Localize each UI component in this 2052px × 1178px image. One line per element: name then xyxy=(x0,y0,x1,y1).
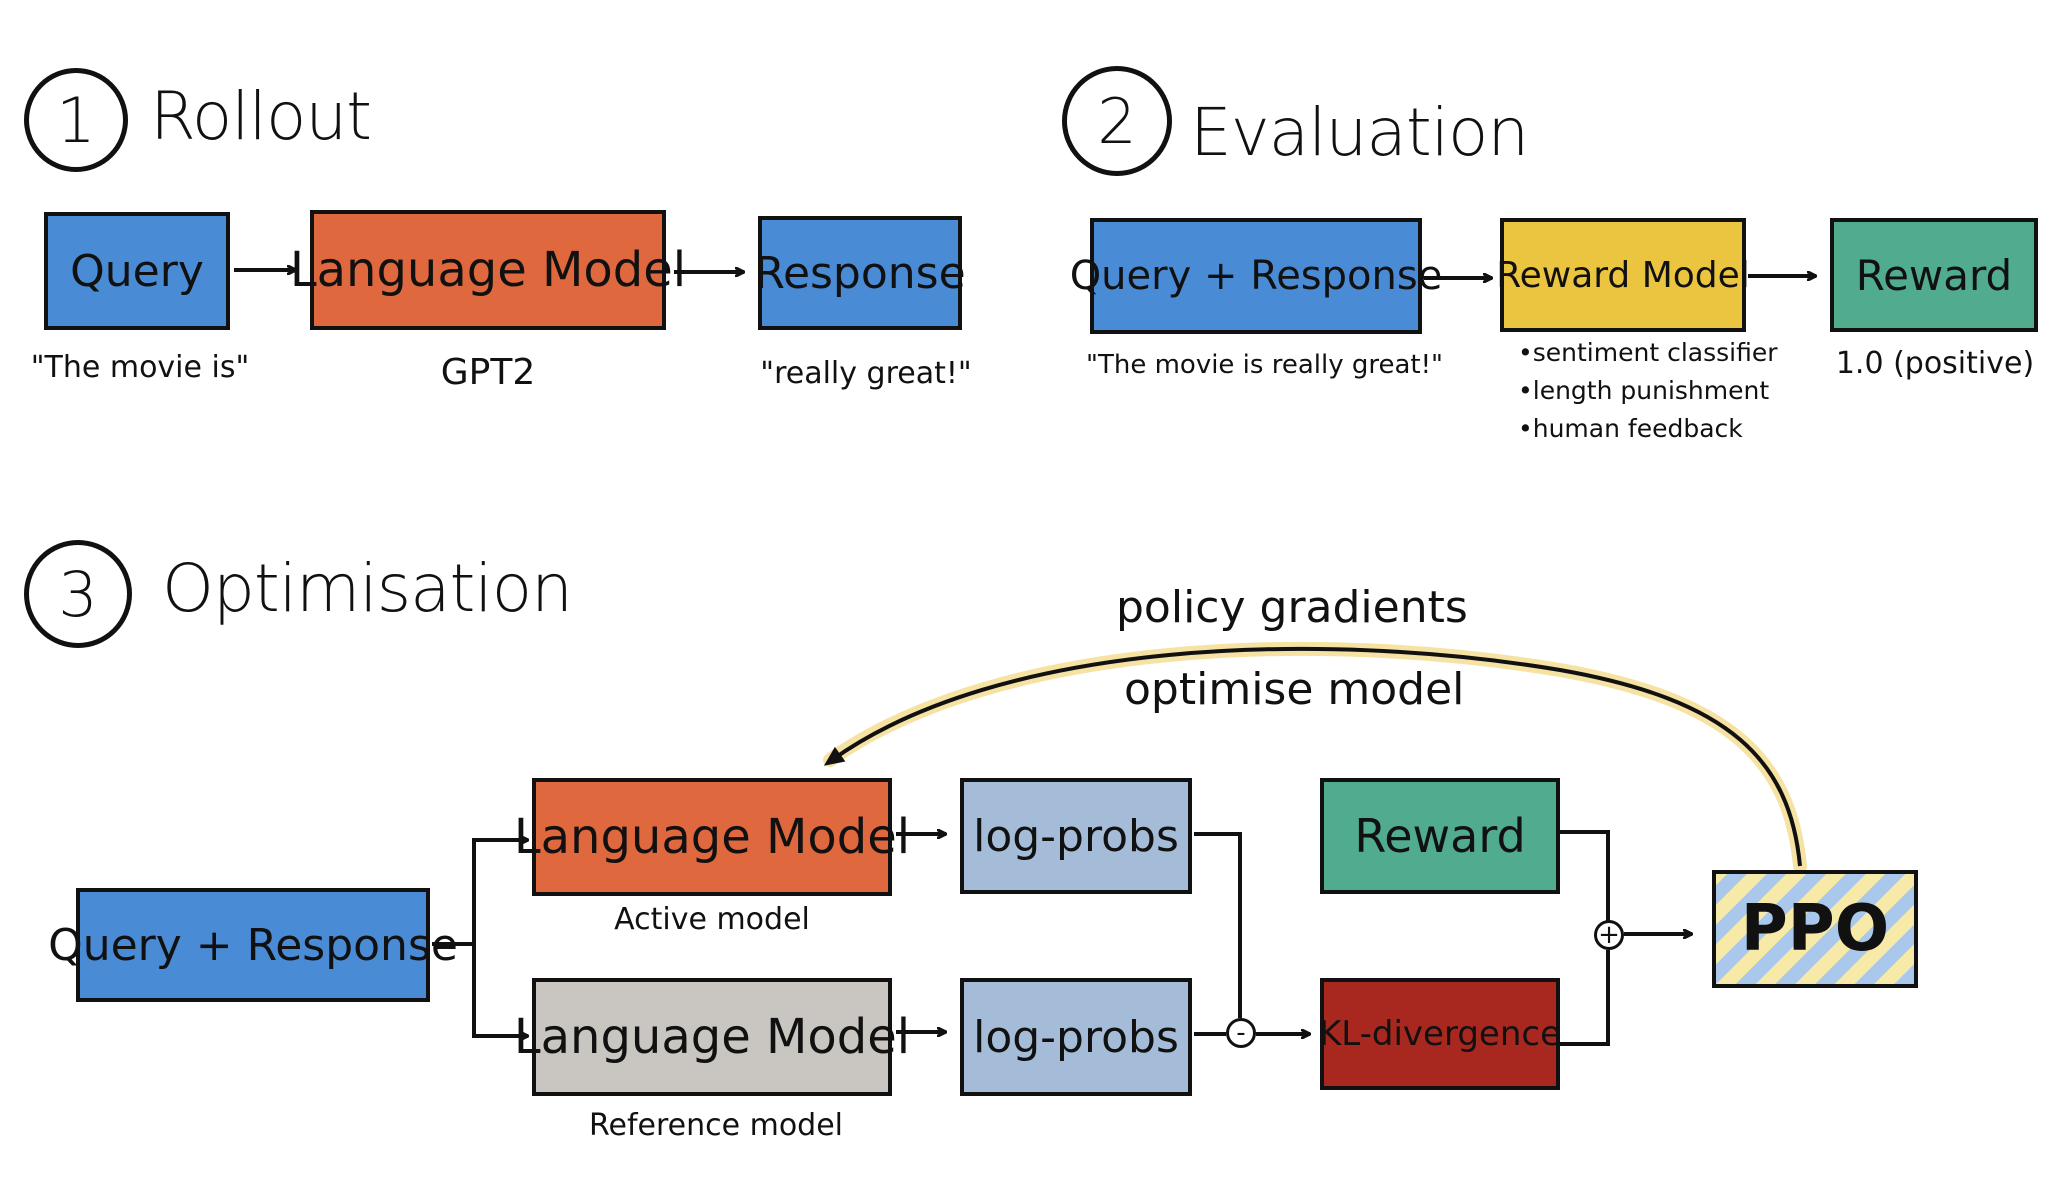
wire-active-logprobs-to-minus xyxy=(1194,832,1242,1018)
eval-reward-box: Reward xyxy=(1830,218,2038,332)
rollout-language-model-label: Language Model xyxy=(289,242,687,298)
opt-reference-model-box: Language Model xyxy=(514,978,910,1096)
opt-reference-model-label: Language Model xyxy=(513,1009,911,1065)
step-3-circle: 3 xyxy=(24,540,132,648)
arrow-qr-to-reference-model xyxy=(472,944,528,1036)
plus-symbol: + xyxy=(1598,920,1620,950)
rollout-response-caption: "really great!" xyxy=(760,356,972,391)
eval-reward-label: Reward xyxy=(1855,250,2013,300)
eval-reward-caption: 1.0 (positive) xyxy=(1835,346,2035,381)
bullet-human-feedback: •human feedback xyxy=(1518,414,1743,443)
opt-query-response-box: Query + Response xyxy=(48,888,458,1002)
reward-model-bullets: •sentiment classifier •length punishment… xyxy=(1518,334,1778,448)
eval-query-response-box: Query + Response xyxy=(1070,218,1442,334)
opt-query-response-label: Query + Response xyxy=(48,919,458,971)
plus-node: + xyxy=(1594,920,1624,950)
rollout-query-box: Query xyxy=(44,212,230,330)
minus-node: - xyxy=(1226,1018,1256,1048)
wire-reward-to-plus xyxy=(1560,830,1610,922)
step-1-number: 1 xyxy=(56,83,96,157)
step-1-title: Rollout xyxy=(150,78,372,155)
arrow-qr-to-active-model xyxy=(432,840,528,946)
rollout-language-model-box: Language Model xyxy=(290,210,686,330)
step-2-number: 2 xyxy=(1097,84,1137,158)
opt-kl-divergence-box: KL-divergence xyxy=(1318,978,1562,1090)
eval-reward-model-box: Reward Model xyxy=(1496,218,1750,332)
step-2-title: Evaluation xyxy=(1190,94,1529,171)
opt-active-logprobs-box: log-probs xyxy=(960,778,1192,894)
step-2-circle: 2 xyxy=(1062,66,1172,176)
opt-active-model-label: Language Model xyxy=(513,809,911,865)
opt-ppo-box: PPO xyxy=(1712,870,1918,988)
rollout-query-caption: "The movie is" xyxy=(30,350,250,385)
step-1-circle: 1 xyxy=(24,68,128,172)
reference-model-caption: Reference model xyxy=(588,1108,844,1143)
opt-kl-divergence-label: KL-divergence xyxy=(1318,1014,1562,1054)
minus-symbol: - xyxy=(1236,1018,1246,1048)
opt-reference-logprobs-box: log-probs xyxy=(960,978,1192,1096)
opt-active-logprobs-label: log-probs xyxy=(973,810,1179,862)
opt-reward-box: Reward xyxy=(1320,778,1560,894)
wire-kl-to-plus xyxy=(1560,950,1610,1046)
bullet-sentiment-classifier: •sentiment classifier xyxy=(1518,338,1778,367)
rollout-response-box: Response xyxy=(754,216,966,330)
step-3-number: 3 xyxy=(58,557,98,631)
rollout-model-caption: GPT2 xyxy=(440,352,536,393)
bullet-length-punishment: •length punishment xyxy=(1518,376,1770,405)
step-3-title: Optimisation xyxy=(162,550,573,627)
policy-gradients-label: policy gradients xyxy=(1116,582,1468,633)
active-model-caption: Active model xyxy=(614,902,810,937)
opt-ppo-label: PPO xyxy=(1740,892,1890,966)
opt-active-model-box: Language Model xyxy=(514,778,910,896)
feedback-arc xyxy=(823,646,1802,867)
optimise-model-label: optimise model xyxy=(1124,664,1465,715)
eval-reward-model-label: Reward Model xyxy=(1496,254,1750,296)
eval-query-response-caption: "The movie is really great!" xyxy=(1086,350,1443,380)
rollout-query-label: Query xyxy=(70,245,204,297)
eval-query-response-label: Query + Response xyxy=(1069,253,1443,299)
rollout-response-label: Response xyxy=(754,247,966,299)
opt-reference-logprobs-label: log-probs xyxy=(973,1011,1179,1063)
opt-reward-label: Reward xyxy=(1354,809,1526,863)
